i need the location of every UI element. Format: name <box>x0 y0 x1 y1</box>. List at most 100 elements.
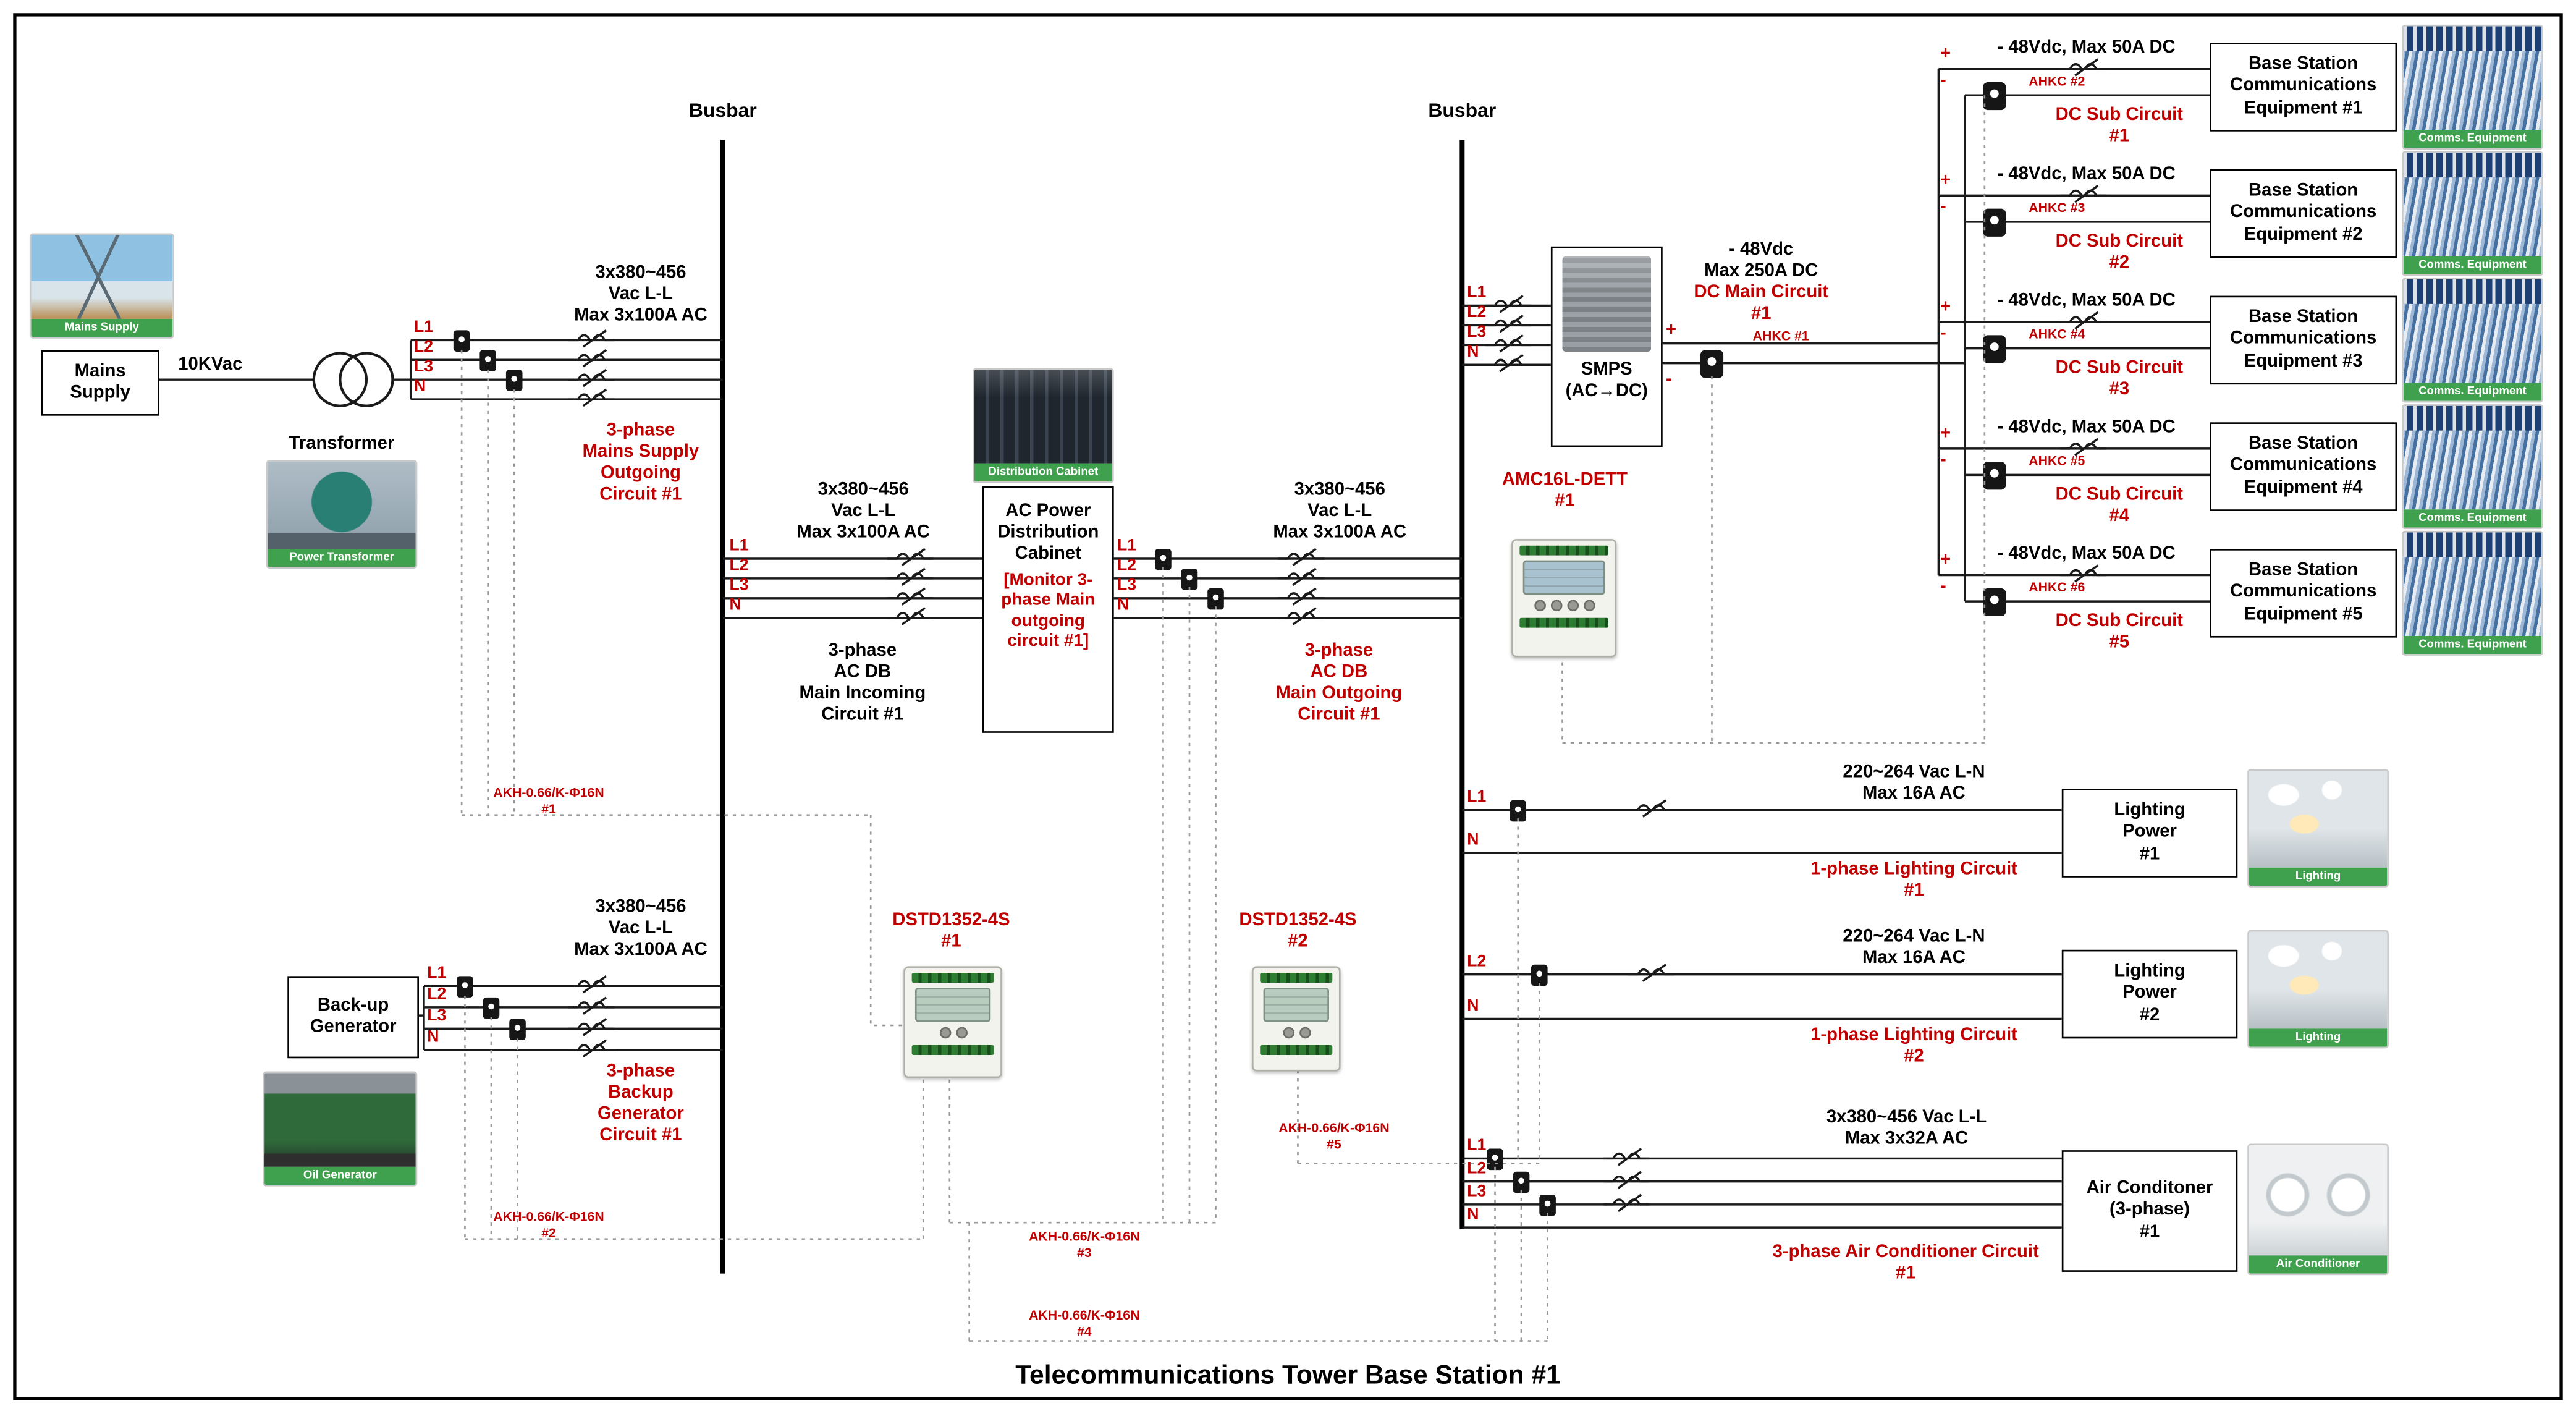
lighting1-photo: Lighting <box>2247 769 2389 888</box>
mains-supply-image <box>31 235 173 319</box>
mains-supply-photo: Mains Supply <box>29 233 174 339</box>
busbars <box>720 139 1465 1274</box>
breaker-icon <box>1277 548 1325 567</box>
amc16l-meter-label: AMC16L-DETT #1 <box>1501 470 1628 511</box>
acdb-incoming-circuit-label: 3-phase AC DB Main Incoming Circuit #1 <box>799 640 926 725</box>
lighting-photo-caption: Lighting <box>2249 1028 2388 1047</box>
dc-sub1-ct-label: AHKC #2 <box>2029 74 2085 89</box>
dc-sub2-circuit-label: DC Sub Circuit #2 <box>2055 231 2184 273</box>
acdb-out-phase-n: N <box>1117 596 1130 615</box>
comms-equipment-image <box>2403 532 2542 636</box>
ahkc1-ct-label: AHKC #1 <box>1752 328 1809 344</box>
transformer-symbol <box>339 352 394 407</box>
meter-buttons <box>1254 1027 1339 1039</box>
transformer-photo: Power Transformer <box>266 460 418 569</box>
dc-sub5-circuit-label: DC Sub Circuit #5 <box>2055 611 2184 653</box>
ac-db-box-title: AC Power Distribution Cabinet <box>997 501 1099 564</box>
ahkc-ct-icon <box>1700 350 1724 378</box>
breaker-icon <box>886 607 934 626</box>
dc-sub4-plus: + <box>1940 423 1951 444</box>
gen-phase-l3: L3 <box>427 1007 447 1026</box>
ahkc-ct-icon <box>1983 462 2006 490</box>
gen-phase-n: N <box>427 1028 439 1047</box>
lighting1-phase-n: N <box>1467 831 1479 850</box>
dc-sub5-plus: + <box>1940 550 1951 570</box>
dc-sub5-spec: - 48Vdc, Max 50A DC <box>1997 544 2176 564</box>
amc16l-meter-device <box>1511 539 1617 658</box>
lighting1-box: Lighting Power #1 <box>2061 789 2238 878</box>
ahkc-ct-icon <box>1983 335 2006 363</box>
dc-sub3-plus: + <box>1940 297 1951 318</box>
meter-terminals <box>1519 545 1608 556</box>
dc-main-spec: - 48Vdc Max 250A DC <box>1704 240 1818 281</box>
dc-sub4-comms-photo: Comms. Equipment <box>2402 404 2543 530</box>
meter-terminals <box>1260 973 1333 983</box>
dc-sub3-equipment-box: Base Station Communications Equipment #3 <box>2210 295 2397 385</box>
dc-sub2-ct-label: AHKC #3 <box>2029 200 2085 216</box>
aircon-circuit-label: 3-phase Air Conditioner Circuit #1 <box>1772 1242 2039 1284</box>
ahkc-ct-icon <box>1983 82 2006 111</box>
mains-feeder-spec: 3x380~456 Vac L-L Max 3x100A AC <box>574 263 707 326</box>
generator-circuit-label: 3-phase Backup Generator Circuit #1 <box>598 1061 684 1145</box>
meter-terminals <box>1260 1044 1333 1055</box>
breaker-icon <box>1484 314 1532 333</box>
gen-phase-l2: L2 <box>427 986 447 1004</box>
meter-terminals <box>911 1044 994 1055</box>
dc-sub3-circuit-label: DC Sub Circuit #3 <box>2055 358 2184 400</box>
dc-sub1-equipment-box: Base Station Communications Equipment #1 <box>2210 43 2397 132</box>
meter-screen <box>1263 987 1329 1022</box>
ac-db-box-note: [Monitor 3-phase Main outgoing circuit #… <box>1001 569 1096 651</box>
dstd-meter1-label: DSTD1352-4S #1 <box>892 910 1010 952</box>
meter-buttons <box>1513 600 1615 612</box>
dc-sub2-spec: - 48Vdc, Max 50A DC <box>1997 164 2176 184</box>
acdb-out-phase-l2: L2 <box>1117 557 1137 575</box>
distribution-cabinet-photo: Distribution Cabinet <box>973 368 1114 483</box>
breaker-icon <box>1484 354 1532 373</box>
acdb-in-phase-n: N <box>729 596 741 615</box>
dc-sub4-spec: - 48Vdc, Max 50A DC <box>1997 417 2176 438</box>
breaker-icon <box>1627 963 1676 983</box>
lighting-image <box>2249 770 2388 868</box>
acdb-in-phase-l1: L1 <box>729 537 749 556</box>
breaker-icon <box>1484 334 1532 353</box>
meter-terminals <box>911 973 994 983</box>
comms-photo-caption: Comms. Equipment <box>2403 383 2542 401</box>
acdb-outgoing-spec: 3x380~456 Vac L-L Max 3x100A AC <box>1273 480 1407 543</box>
meter-buttons <box>905 1027 1000 1039</box>
ct-wire-label-1: AKH-0.66/K-Φ16N #1 <box>493 785 604 817</box>
smps-box: SMPS (AC→DC) <box>1550 246 1663 447</box>
ct-icon <box>457 976 473 998</box>
breaker-icon <box>2059 311 2108 330</box>
ahkc-ct-icon <box>1983 208 2006 237</box>
mains-phase-l3: L3 <box>414 358 434 376</box>
breaker-icon <box>1277 587 1325 606</box>
transformer-label: Transformer <box>289 433 395 454</box>
aircon-phase-l1: L1 <box>1467 1137 1487 1156</box>
lighting2-circuit-label: 1-phase Lighting Circuit #2 <box>1810 1025 2017 1067</box>
busbar-right-label: Busbar <box>1428 98 1497 122</box>
ct-wire-label-2: AKH-0.66/K-Φ16N #2 <box>493 1209 604 1241</box>
ct-icon <box>453 330 470 352</box>
dc-sub4-equipment-box: Base Station Communications Equipment #4 <box>2210 422 2397 511</box>
dc-sub5-ct-label: AHKC #6 <box>2029 580 2085 595</box>
lighting2-photo: Lighting <box>2247 930 2389 1049</box>
breaker-icon <box>2059 184 2108 203</box>
breaker-icon <box>567 349 616 368</box>
lighting2-spec: 220~264 Vac L-N Max 16A AC <box>1843 926 1985 968</box>
dc-sub2-plus: + <box>1940 171 1951 191</box>
dc-sub5-minus: - <box>1940 577 1946 597</box>
lighting2-box: Lighting Power #2 <box>2061 949 2238 1039</box>
dc-sub3-comms-photo: Comms. Equipment <box>2402 278 2543 403</box>
dc-sub3-ct-label: AHKC #4 <box>2029 327 2085 342</box>
meter-screen <box>914 987 991 1022</box>
dc-sub5-equipment-box: Base Station Communications Equipment #5 <box>2210 549 2397 638</box>
breaker-icon <box>1602 1193 1651 1213</box>
smps-phase-n: N <box>1467 343 1479 362</box>
comms-photo-caption: Comms. Equipment <box>2403 256 2542 275</box>
acdb-incoming-spec: 3x380~456 Vac L-L Max 3x100A AC <box>796 480 931 543</box>
breaker-icon <box>2059 57 2108 77</box>
lighting2-phase-n: N <box>1467 997 1479 1016</box>
breaker-icon <box>886 567 934 587</box>
generator-photo: Oil Generator <box>263 1071 418 1187</box>
